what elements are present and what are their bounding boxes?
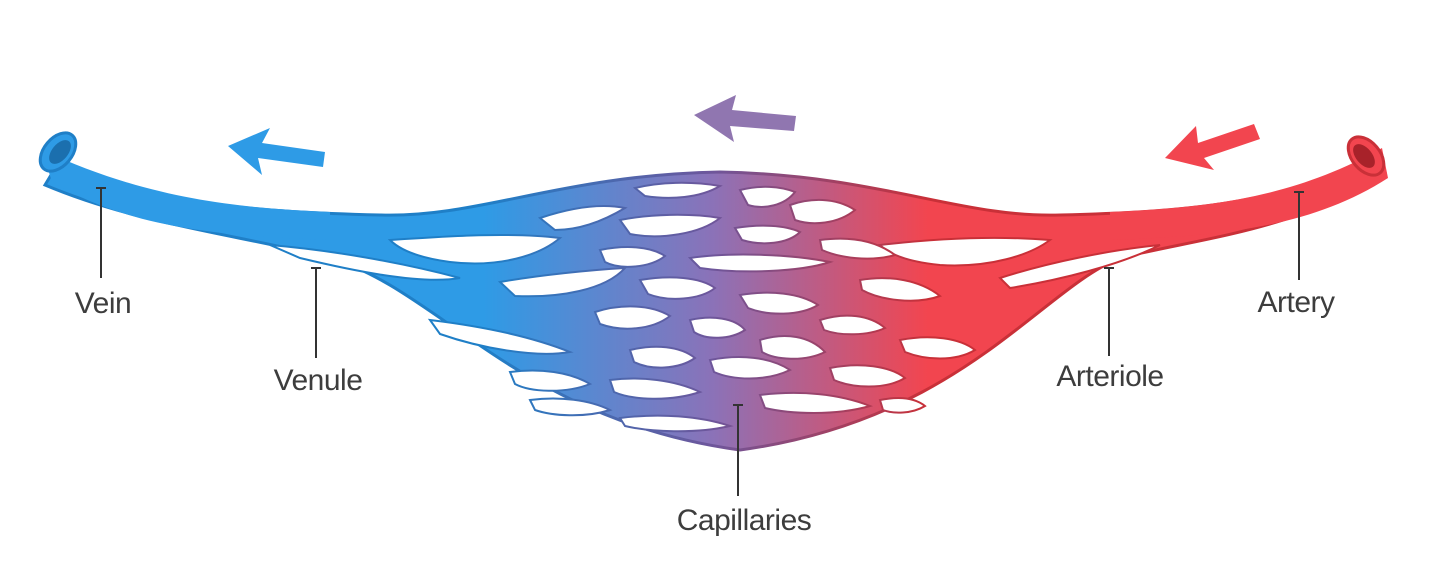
capillary-flow-arrow [694, 95, 796, 142]
capillary-bed [42, 149, 1387, 452]
vein-label: Vein [74, 287, 132, 320]
capillary-gaps [269, 181, 1161, 433]
artery-lumen [1353, 144, 1375, 168]
leader-lines [96, 187, 1304, 496]
arterial-flow-arrow [1165, 124, 1260, 170]
capillaries-label: Capillaries [676, 504, 812, 537]
vein-vessel [42, 150, 330, 240]
artery-label: Artery [1257, 286, 1335, 319]
venule-label: Venule [273, 364, 363, 397]
venous-flow-arrow [228, 128, 325, 175]
arteriole-label: Arteriole [1056, 360, 1164, 393]
artery-vessel [1110, 148, 1388, 240]
vein-lumen [49, 140, 71, 164]
